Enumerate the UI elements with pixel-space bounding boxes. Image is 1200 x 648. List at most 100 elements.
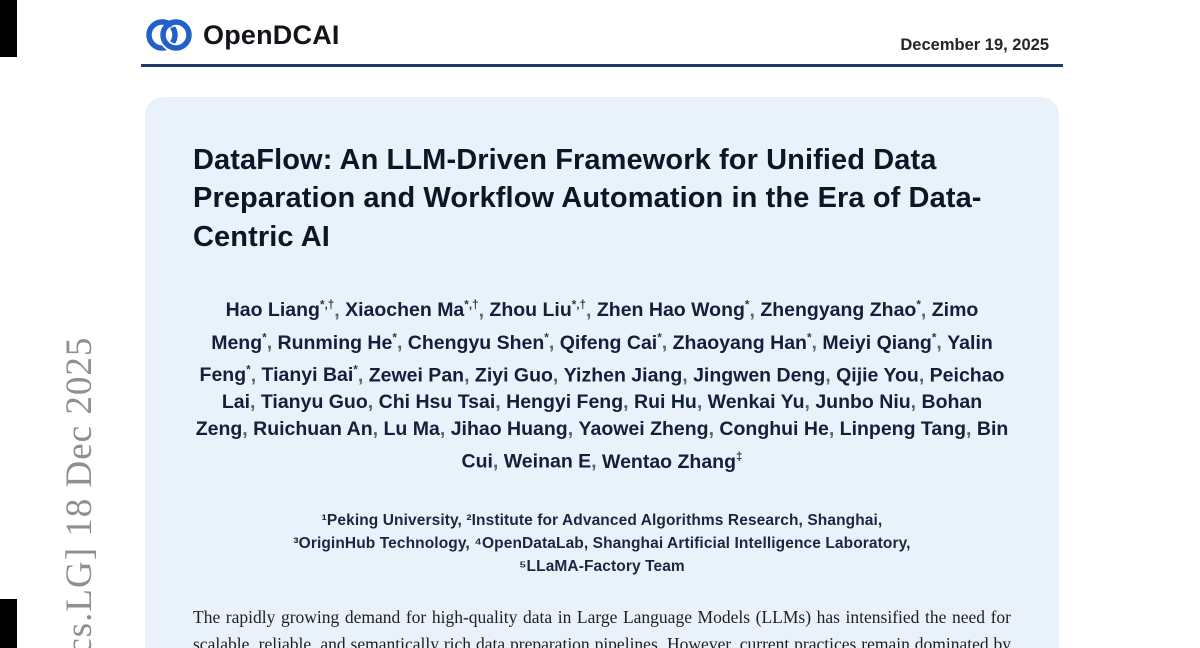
author-name: Xiaochen Ma*,†: [345, 298, 479, 322]
author-name: Hao Liang*,†: [225, 298, 335, 322]
author-name: Peichao Lai: [221, 364, 1005, 414]
author-separator: ,: [936, 331, 948, 354]
author-separator: ,: [464, 364, 475, 387]
author-separator: ,: [478, 299, 490, 322]
author-separator: ,: [334, 299, 346, 322]
author-separator: ,: [242, 418, 254, 441]
abstract-text: The rapidly growing demand for high-qual…: [193, 606, 1011, 648]
author-separator: ,: [966, 418, 977, 441]
author-superscript: *: [916, 298, 921, 312]
author-name: Zhengyang Zhao*: [760, 298, 921, 322]
paper-title: DataFlow: An LLM-Driven Framework for Un…: [193, 144, 982, 253]
affiliation-line: ⁵LLaMA-Factory Team: [519, 557, 685, 575]
author-name: Bohan Zeng: [195, 391, 983, 441]
author-separator: ,: [918, 364, 930, 387]
author-name: Ruichuan An: [253, 418, 373, 441]
author-name: Qijie You: [836, 364, 919, 387]
brand-name: OpenDCAI: [203, 19, 340, 50]
author-separator: ,: [804, 391, 816, 414]
author-superscript: *: [392, 331, 397, 345]
author-superscript: *: [806, 331, 812, 345]
author-superscript: *: [744, 298, 750, 312]
affiliations: ¹Peking University, ²Institute for Advan…: [193, 509, 1011, 578]
author-separator: ,: [495, 391, 507, 414]
author-separator: ,: [682, 364, 694, 387]
author-name: Qifeng Cai*: [559, 331, 662, 354]
author-separator: ,: [548, 331, 560, 354]
author-name: Hengyi Feng: [506, 391, 624, 414]
author-separator: ,: [910, 391, 922, 414]
author-separator: ,: [357, 364, 369, 387]
author-name: Bin Cui: [461, 418, 1009, 473]
author-name: Rui Hu: [633, 391, 697, 414]
author-separator: ,: [749, 299, 761, 322]
author-name: Yaowei Zheng: [578, 418, 709, 441]
author-name: Zhaoyang Han*: [672, 331, 812, 354]
header-divider: [141, 64, 1063, 67]
author-separator: ,: [623, 391, 634, 414]
author-name: Zimo Meng*: [211, 299, 979, 354]
page-edge-top: [0, 0, 17, 57]
author-separator: ,: [492, 450, 504, 473]
author-name: Yizhen Jiang: [563, 364, 683, 387]
author-superscript: *,†: [571, 298, 587, 312]
author-separator: ,: [591, 450, 603, 473]
author-name: Ziyi Guo: [474, 364, 553, 387]
author-name: Meiyi Qiang*: [822, 331, 937, 354]
author-superscript: *: [246, 363, 251, 377]
author-name: Conghui He: [719, 418, 829, 441]
author-separator: ,: [250, 391, 261, 414]
brand-logo-link[interactable]: OpenDCAI: [145, 12, 340, 58]
author-name: Zewei Pan: [368, 364, 465, 387]
author-name: Junbo Niu: [815, 391, 911, 414]
author-list: Hao Liang*,†, Xiaochen Ma*,†, Zhou Liu*,…: [193, 292, 1011, 476]
author-separator: ,: [828, 418, 840, 441]
author-name: Zhou Liu*,†: [489, 298, 587, 322]
author-separator: ,: [567, 418, 579, 441]
author-name: Chi Hsu Tsai: [378, 391, 496, 414]
author-name: Tianyi Bai*: [261, 363, 358, 387]
author-separator: ,: [920, 299, 932, 322]
author-separator: ,: [396, 331, 408, 354]
author-separator: ,: [367, 391, 379, 414]
author-name: Zhen Hao Wong*: [596, 298, 750, 322]
arxiv-sidebar-label: [cs.LG] 18 Dec 2025: [59, 336, 100, 648]
author-name: Tianyu Guo: [260, 391, 368, 414]
opendcai-logo-icon: [145, 12, 193, 58]
author-separator: ,: [708, 418, 720, 441]
author-superscript: *: [657, 331, 662, 345]
page-edge-bottom: [0, 599, 17, 648]
author-name: Linpeng Tang: [839, 418, 967, 441]
author-name: Wenkai Yu: [707, 391, 805, 414]
author-separator: ,: [439, 418, 451, 441]
author-name: Runming He*: [277, 331, 397, 354]
author-name: Jingwen Deng: [693, 364, 826, 387]
author-superscript: *: [544, 331, 549, 345]
author-separator: ,: [266, 331, 278, 354]
author-name: Jihao Huang: [450, 418, 568, 441]
affiliation-line: ¹Peking University, ²Institute for Advan…: [321, 511, 883, 529]
author-name: Yalin Feng*: [199, 331, 993, 387]
author-separator: ,: [372, 418, 384, 441]
author-name: Weinan E: [503, 450, 592, 473]
site-header: OpenDCAI December 19, 2025: [145, 12, 1057, 62]
author-separator: ,: [811, 331, 823, 354]
author-separator: ,: [552, 364, 564, 387]
author-superscript: ‡: [735, 450, 743, 464]
author-superscript: *: [931, 331, 937, 345]
author-superscript: *,†: [464, 298, 479, 312]
author-name: Lu Ma: [383, 418, 440, 441]
affiliation-line: ³OriginHub Technology, ⁴OpenDataLab, Sha…: [293, 534, 911, 552]
author-separator: ,: [586, 299, 597, 322]
header-date: December 19, 2025: [900, 36, 1049, 54]
author-separator: ,: [825, 364, 837, 387]
author-name: Wentao Zhang‡: [602, 450, 743, 473]
author-name: Chengyu Shen*: [407, 331, 549, 354]
author-superscript: *: [353, 363, 358, 377]
author-superscript: *,†: [319, 298, 335, 312]
author-separator: ,: [250, 364, 262, 387]
author-separator: ,: [696, 391, 708, 414]
paper-card: DataFlow: An LLM-Driven Framework for Un…: [145, 97, 1059, 648]
author-separator: ,: [661, 331, 673, 354]
